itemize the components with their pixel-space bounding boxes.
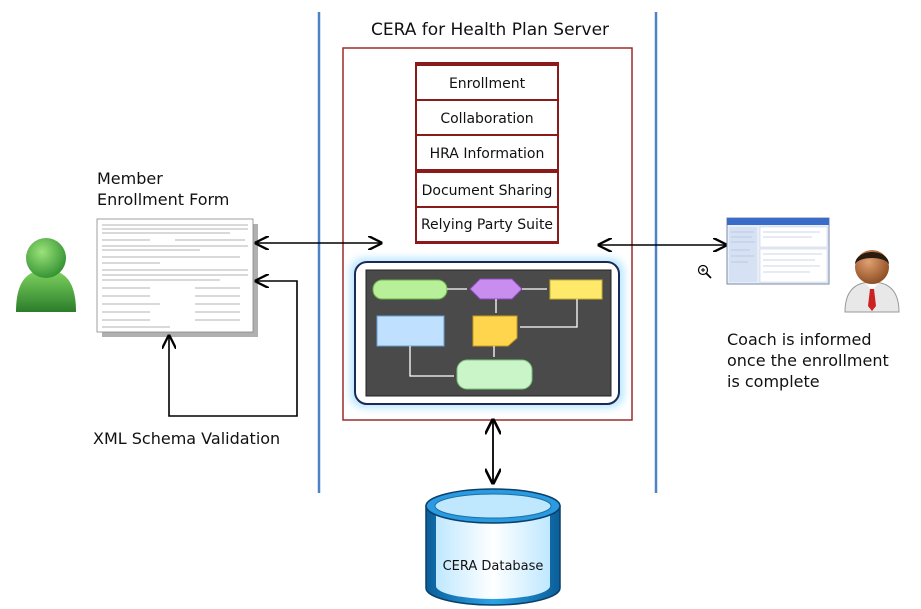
- coach-caption-line1: Coach is informed: [727, 330, 872, 349]
- coach-caption-line3: is complete: [727, 372, 820, 391]
- database-label: CERA Database: [443, 559, 544, 574]
- module-collaboration-label: Collaboration: [440, 111, 533, 127]
- server-title: CERA for Health Plan Server: [371, 20, 609, 40]
- module-relying-party-suite-label: Relying Party Suite: [421, 217, 553, 233]
- app-screenshot-icon: [726, 217, 830, 285]
- coach-person-icon: [844, 250, 900, 313]
- database-cylinder-icon: [425, 488, 561, 606]
- module-hra-information-label: HRA Information: [430, 146, 545, 162]
- coach-caption-line2: once the enrollment: [727, 351, 889, 370]
- module-document-sharing-label: Document Sharing: [422, 183, 553, 199]
- module-enrollment: [415, 64, 559, 101]
- module-enrollment-label: Enrollment: [449, 76, 526, 92]
- member-form-label-line2: Enrollment Form: [97, 190, 229, 209]
- module-stack: Enrollment Collaboration HRA Information…: [415, 62, 559, 244]
- xml-validation-loop-arrow: [169, 281, 298, 417]
- form-document-icon: [96, 218, 258, 337]
- module-collaboration: [415, 99, 559, 136]
- xml-validation-label: XML Schema Validation: [93, 429, 280, 448]
- member-form-label-line1: Member: [97, 169, 163, 188]
- workflow-engine-icon: [350, 258, 624, 408]
- member-person-icon: [16, 238, 76, 312]
- module-document-sharing: [415, 171, 559, 208]
- zoom-in-icon[interactable]: [697, 264, 712, 279]
- module-hra-information: [415, 134, 559, 171]
- module-relying-party-suite: [415, 206, 559, 243]
